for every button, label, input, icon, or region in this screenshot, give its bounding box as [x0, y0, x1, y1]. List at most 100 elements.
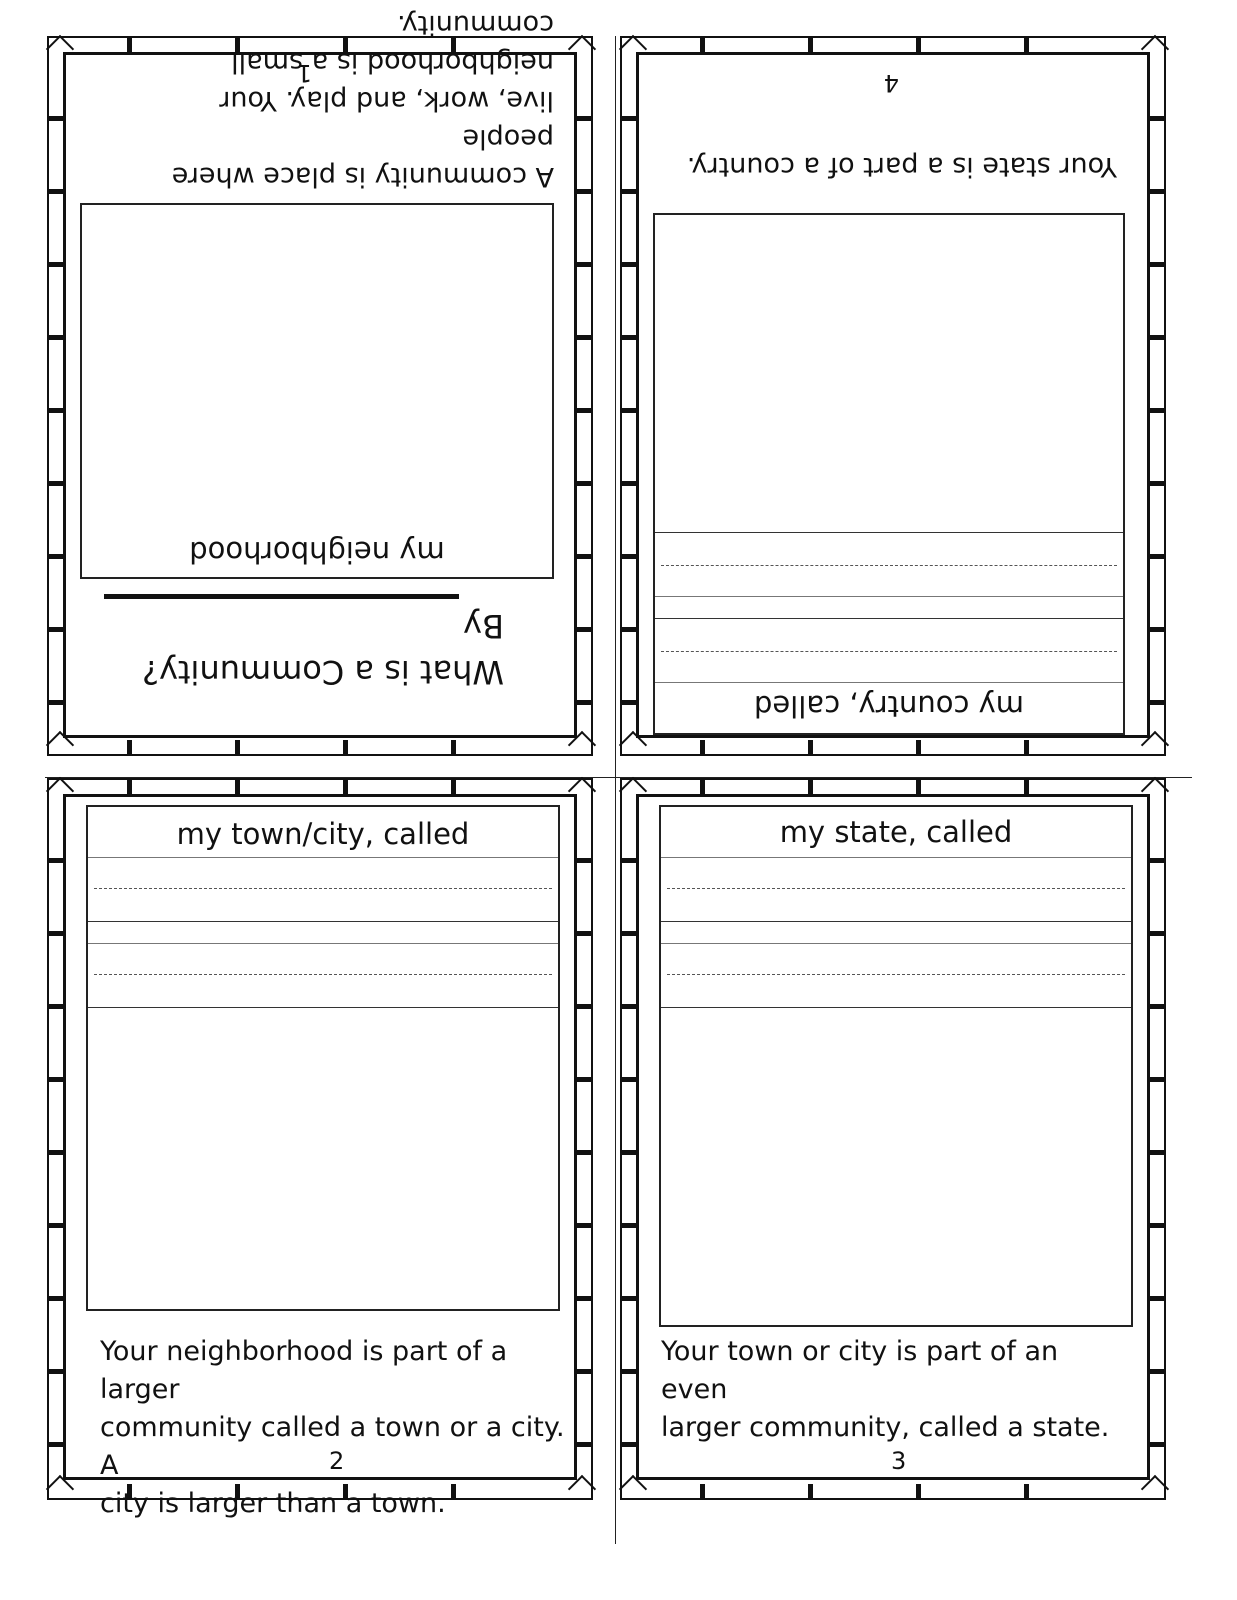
vertical-cut-line — [615, 36, 616, 1544]
border-tick — [577, 700, 591, 705]
border-tick — [127, 38, 132, 52]
border-tick — [1024, 38, 1029, 52]
border-tick — [622, 1004, 636, 1009]
town-city-picture-box[interactable]: my town/city, called — [86, 805, 560, 1311]
page-border — [47, 778, 593, 1500]
writing-lines[interactable] — [655, 532, 1123, 683]
text-line: city is larger than a town. — [100, 1488, 446, 1519]
border-tick — [1150, 700, 1164, 705]
border-tick — [127, 740, 132, 754]
border-tick — [127, 1484, 132, 1498]
border-tick — [577, 189, 591, 194]
border-tick — [622, 554, 636, 559]
border-tick — [1150, 116, 1164, 121]
page-inner-border: What is a Community? By my neighborhood … — [63, 9, 577, 738]
border-tick — [235, 780, 240, 794]
border-tick — [451, 1484, 456, 1498]
page-number: 2 — [329, 1447, 345, 1475]
border-tick — [622, 189, 636, 194]
border-tick — [1024, 740, 1029, 754]
border-tick — [622, 1442, 636, 1447]
writing-lines[interactable] — [661, 857, 1131, 1008]
border-tick — [49, 554, 63, 559]
border-tick — [49, 1004, 63, 1009]
border-tick — [1150, 554, 1164, 559]
border-tick — [577, 262, 591, 267]
border-tick — [49, 262, 63, 267]
border-tick — [577, 1004, 591, 1009]
page-number: 1 — [296, 59, 312, 87]
border-tick — [451, 780, 456, 794]
border-tick — [916, 780, 921, 794]
border-tick — [49, 1223, 63, 1228]
border-tick — [700, 38, 705, 52]
border-tick — [622, 1296, 636, 1301]
text-line: neighborhood is a small community. — [231, 9, 554, 78]
border-tick — [808, 38, 813, 52]
border-tick — [49, 1077, 63, 1082]
text-line: Your state is a part of a country. — [686, 151, 1117, 182]
border-tick — [49, 1296, 63, 1301]
border-tick — [1024, 1484, 1029, 1498]
author-name-line — [104, 594, 459, 599]
state-picture-box[interactable]: my state, called — [659, 805, 1133, 1327]
border-tick — [700, 740, 705, 754]
border-tick — [622, 627, 636, 632]
border-tick — [622, 408, 636, 413]
booklet-page-3: my state, called Your town or city is pa… — [618, 776, 1170, 1504]
border-tick — [622, 481, 636, 486]
border-tick — [700, 780, 705, 794]
page-4-content: my country, called Your state is a part … — [639, 55, 1147, 735]
box-heading: my state, called — [779, 815, 1013, 849]
border-tick — [1150, 931, 1164, 936]
text-line: Your town or city is part of an even — [661, 1336, 1059, 1405]
picture-caption: my neighborhood — [189, 535, 445, 569]
border-tick — [577, 116, 591, 121]
box-heading: my town/city, called — [176, 817, 470, 851]
border-tick — [49, 189, 63, 194]
border-tick — [49, 335, 63, 340]
border-tick — [1024, 780, 1029, 794]
border-tick — [808, 1484, 813, 1498]
border-tick — [343, 1484, 348, 1498]
border-tick — [49, 627, 63, 632]
border-tick — [49, 481, 63, 486]
box-heading: my country, called — [753, 689, 1025, 723]
border-tick — [622, 700, 636, 705]
page-text: Your state is a part of a country. — [647, 147, 1117, 185]
border-tick — [1150, 1369, 1164, 1374]
neighborhood-picture-box[interactable]: my neighborhood — [80, 203, 554, 579]
border-tick — [49, 1150, 63, 1155]
border-tick — [577, 1442, 591, 1447]
border-tick — [622, 1369, 636, 1374]
page-number: 3 — [891, 1447, 907, 1475]
border-tick — [577, 481, 591, 486]
booklet-page-1: What is a Community? By my neighborhood … — [45, 9, 597, 760]
border-tick — [577, 554, 591, 559]
border-tick — [451, 740, 456, 754]
border-tick — [235, 740, 240, 754]
country-picture-box[interactable]: my country, called — [653, 213, 1125, 735]
writing-lines[interactable] — [88, 857, 558, 1008]
border-tick — [49, 116, 63, 121]
border-tick — [577, 1369, 591, 1374]
border-tick — [622, 858, 636, 863]
border-tick — [451, 38, 456, 52]
border-tick — [622, 931, 636, 936]
page-border — [47, 36, 593, 756]
border-tick — [49, 858, 63, 863]
border-tick — [808, 780, 813, 794]
border-tick — [577, 858, 591, 863]
border-tick — [577, 931, 591, 936]
border-tick — [916, 38, 921, 52]
border-tick — [577, 408, 591, 413]
border-tick — [1150, 858, 1164, 863]
border-tick — [622, 1223, 636, 1228]
by-label: By — [463, 607, 504, 645]
border-tick — [49, 931, 63, 936]
page-text: Your town or city is part of an even lar… — [661, 1333, 1131, 1447]
border-tick — [1150, 481, 1164, 486]
border-tick — [577, 627, 591, 632]
border-tick — [622, 1077, 636, 1082]
page-border — [620, 778, 1166, 1500]
